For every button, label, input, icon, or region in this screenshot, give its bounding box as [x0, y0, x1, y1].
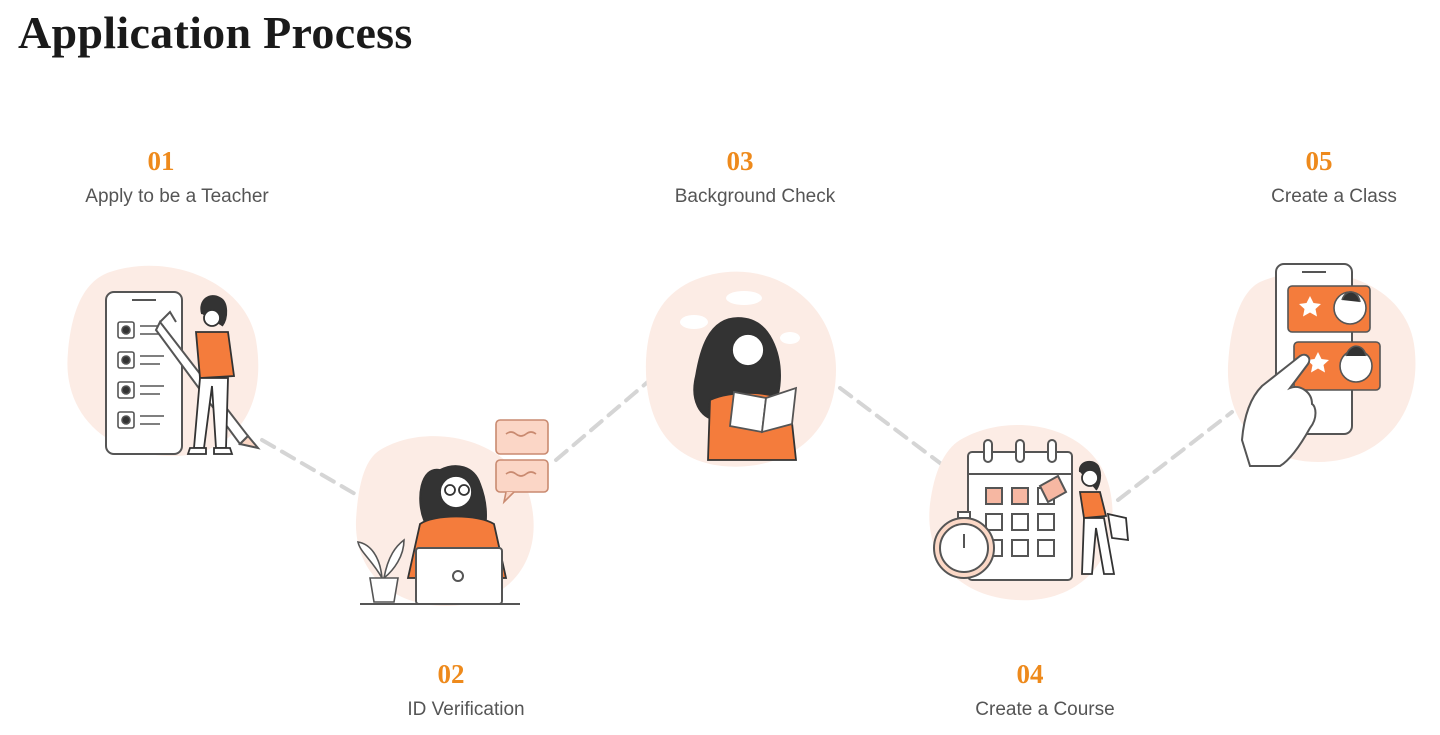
checklist-icon	[117, 321, 164, 429]
rating-card-1	[1287, 285, 1371, 333]
notebook-icon	[729, 386, 798, 434]
connector-3-4	[838, 386, 946, 468]
step-2-label: ID Verification	[407, 699, 525, 720]
step-3-number: 03	[726, 146, 754, 176]
step-1-label: Apply to be a Teacher	[85, 186, 269, 207]
connector-1-2	[260, 438, 364, 500]
step-2-illustration	[355, 419, 549, 606]
step-5-number: 05	[1305, 146, 1333, 176]
step-1-illustration	[67, 265, 261, 457]
step-4-number: 04	[1016, 659, 1044, 689]
step-5-label: Create a Class	[1271, 186, 1397, 207]
chat-bubble-icon	[495, 419, 549, 505]
page-title: Application Process	[18, 7, 413, 58]
thought-clouds	[680, 291, 800, 344]
step-5-illustration	[1227, 263, 1416, 467]
step-4-label: Create a Course	[975, 699, 1115, 720]
stopwatch-icon	[933, 511, 995, 579]
step-2-number: 02	[437, 659, 465, 689]
step-3-illustration	[645, 271, 836, 467]
hand-icon	[1240, 353, 1317, 467]
step-4-illustration	[929, 424, 1129, 601]
connector-4-5	[1116, 410, 1234, 502]
connectors	[260, 378, 1234, 502]
person-icon	[186, 295, 236, 455]
step-1-number: 01	[147, 146, 175, 176]
star-icon	[1299, 296, 1321, 317]
star-icon	[1307, 352, 1329, 373]
connector-2-3	[554, 378, 652, 462]
calendar-icon	[967, 439, 1073, 581]
laptop-icon	[415, 547, 503, 605]
person-icon	[1078, 460, 1129, 575]
step-3-label: Background Check	[674, 186, 836, 207]
plant-icon	[356, 538, 405, 603]
